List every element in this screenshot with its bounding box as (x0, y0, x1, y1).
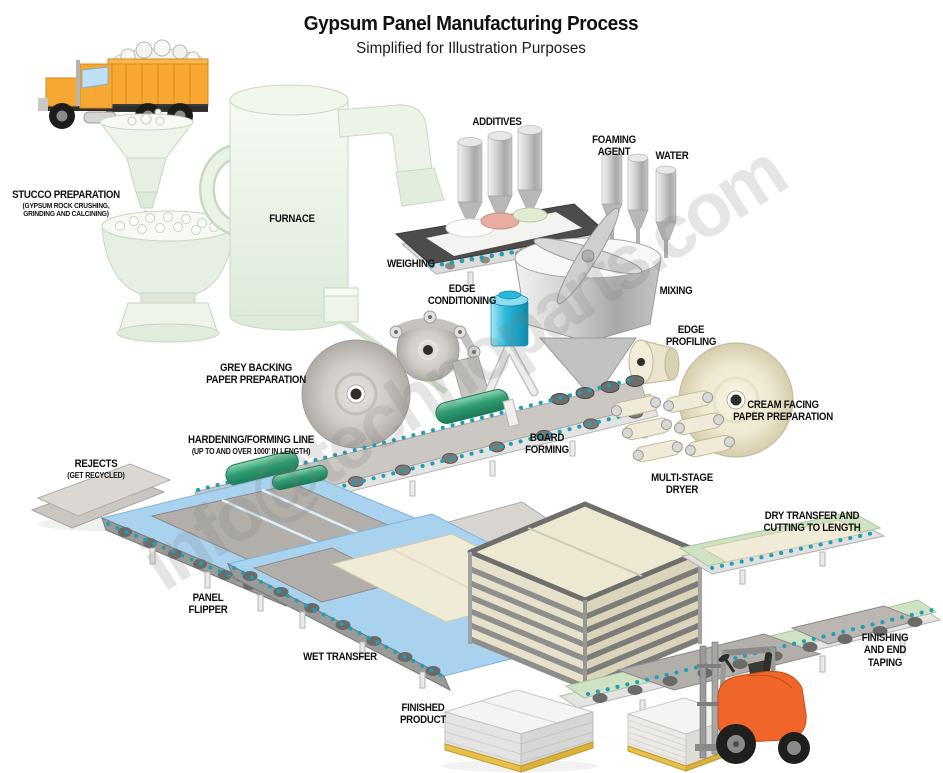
label-mixing: MIXING (659, 285, 693, 297)
forklift (695, 641, 810, 764)
label-weighing: WEIGHING (387, 258, 435, 270)
label-rejects: REJECTS (GET RECYCLED) (67, 446, 125, 492)
label-edge-profiling: EDGE PROFILING (665, 324, 717, 349)
mixer (514, 207, 662, 410)
label-stucco-preparation: STUCCO PREPARATION (GYPSUM ROCK CRUSHING… (12, 177, 120, 231)
label-foaming-agent: FOAMING AGENT (592, 134, 636, 159)
label-finished-product: FINISHED PRODUCT (399, 702, 447, 727)
label-grey-backing-paper: GREY BACKING PAPER PREPARATION (206, 362, 306, 387)
edge-conditioning-unit (483, 290, 539, 399)
finished-product-stack (442, 689, 598, 773)
label-rejects-sub: (GET RECYCLED) (67, 470, 125, 480)
facing-roller-cluster (610, 390, 735, 463)
rock-hopper (99, 108, 194, 225)
label-hardening-sub: (UP TO AND OVER 1000' IN LENGTH) (191, 446, 311, 456)
multi-stage-dryer (467, 501, 703, 692)
label-board-forming: BOARD FORMING (525, 432, 569, 457)
label-dry-transfer: DRY TRANSFER AND CUTTING TO LENGTH (763, 510, 861, 535)
page-subtitle: Simplified for Illustration Purposes (356, 40, 586, 57)
water-tank (655, 165, 677, 258)
label-panel-flipper: PANEL FLIPPER (188, 592, 228, 617)
label-stucco-main: STUCCO PREPARATION (12, 189, 120, 202)
label-hardening-main: HARDENING/FORMING LINE (188, 434, 314, 447)
furnace (199, 84, 445, 331)
label-finishing-end-taping: FINISHING AND END TAPING (861, 632, 909, 669)
edge-profiling-roll (628, 339, 680, 385)
label-water: WATER (655, 150, 689, 162)
label-rejects-main: REJECTS (74, 458, 118, 471)
foaming-agent-tanks (601, 147, 649, 256)
grinding-mill (101, 210, 235, 343)
label-furnace: FURNACE (269, 213, 315, 225)
dry-transfer-conveyor (678, 511, 886, 585)
label-edge-conditioning: EDGE CONDITIONING (427, 283, 497, 308)
page-title: Gypsum Panel Manufacturing Process (303, 13, 639, 35)
label-stucco-sub: (GYPSUM ROCK CRUSHING, GRINDING AND CALC… (22, 200, 110, 219)
additive-silos (457, 125, 543, 244)
label-additives: ADDITIVES (472, 116, 522, 128)
label-multi-stage-dryer: MULTI-STAGE DRYER (651, 472, 713, 497)
label-hardening-forming-line: HARDENING/FORMING LINE (UP TO AND OVER 1… (188, 422, 314, 468)
label-cream-facing-paper: CREAM FACING PAPER PREPARATION (733, 399, 833, 424)
label-wet-transfer: WET TRANSFER (303, 651, 377, 663)
